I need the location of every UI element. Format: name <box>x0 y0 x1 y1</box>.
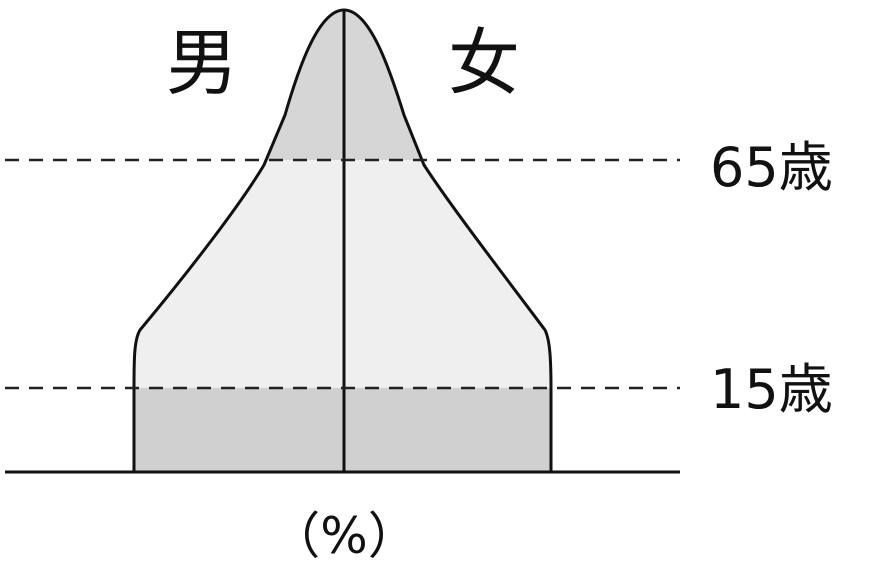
young-band <box>134 388 551 472</box>
pyramid-outline <box>132 8 553 472</box>
age-65-label: 65歳 <box>710 136 833 199</box>
female-label: 女 <box>448 21 520 105</box>
working-age-band <box>134 160 551 388</box>
male-label: 男 <box>166 21 238 105</box>
age-15-label: 15歳 <box>710 358 833 421</box>
unit-label: （%） <box>270 507 418 565</box>
